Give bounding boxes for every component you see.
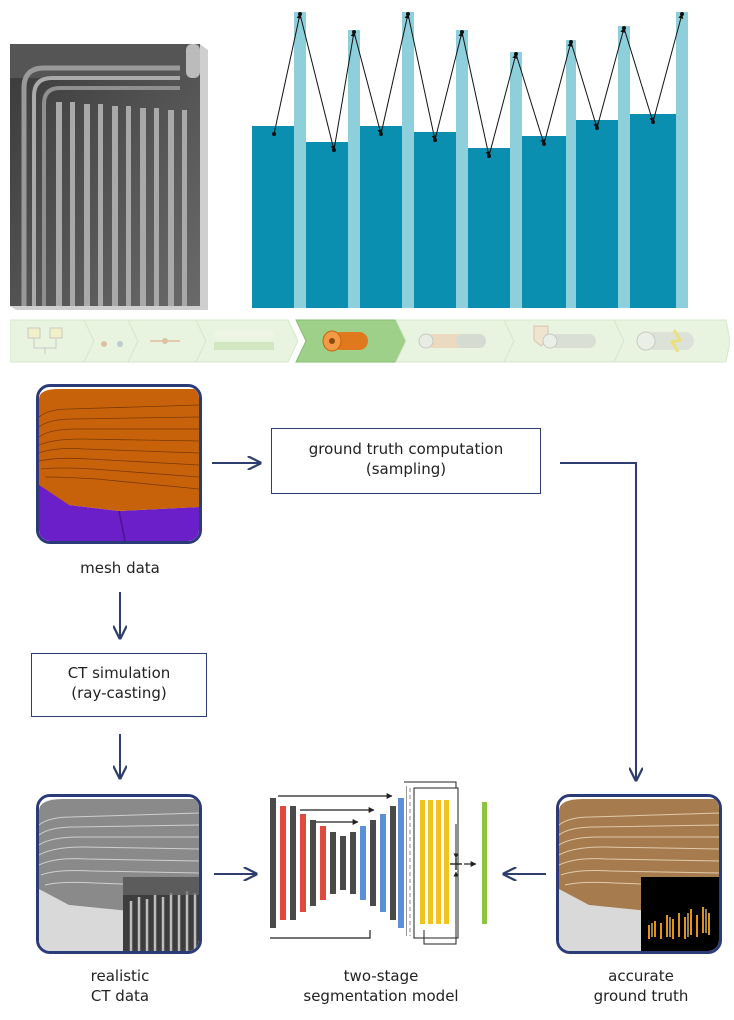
zigzag-arrow-segment — [652, 13, 684, 123]
mesh-data-label: mesh data — [80, 559, 160, 577]
zigzag-point — [569, 40, 573, 44]
light-layer-bar — [294, 12, 306, 308]
stage-1 — [10, 319, 95, 363]
electrode-crosssection-image — [10, 44, 208, 310]
light-layer-bar — [566, 40, 576, 308]
refinement-layers — [420, 800, 449, 924]
zigzag-point — [352, 30, 356, 34]
zigzag-arrow-segment — [333, 31, 356, 151]
ct-simulation-line1: CT simulation — [67, 664, 171, 682]
accurate-ground-truth-line2: ground truth — [593, 987, 689, 1005]
light-layer-bar — [456, 30, 468, 308]
light-layer-bar — [402, 12, 414, 308]
zigzag-arrow-segment — [407, 13, 437, 141]
ground-truth-computation-box: ground truth computation (sampling) — [271, 428, 541, 494]
segmentation-model-line1: two-stage — [343, 967, 419, 985]
dark-layer-bar — [252, 126, 296, 308]
roll-icon-active — [322, 330, 368, 352]
zigzag-arrow-segment — [299, 13, 336, 151]
accurate-ground-truth-tile — [556, 794, 722, 954]
segmentation-model-label: two-stage segmentation model — [270, 966, 492, 1006]
accurate-ground-truth-line1: accurate — [608, 967, 674, 985]
dark-layer-bar — [468, 148, 510, 308]
zigzag-arrow-segment — [570, 41, 599, 129]
zigzag-point — [272, 132, 276, 136]
zigzag-arrow-segment — [623, 27, 655, 123]
zigzag-arrow-segment — [543, 41, 573, 145]
zigzag-point — [460, 30, 464, 34]
layer-bars-illustration — [240, 4, 690, 314]
zigzag-point — [487, 154, 491, 158]
zigzag-point — [332, 148, 336, 152]
zigzag-point — [433, 138, 437, 142]
accurate-ground-truth-label: accurate ground truth — [556, 966, 726, 1006]
zigzag-arrow-segment — [596, 27, 626, 129]
light-layer-bar — [510, 52, 522, 308]
ct-simulation-box: CT simulation (ray-casting) — [31, 653, 207, 717]
ct-slice-inset — [123, 877, 199, 951]
stage-4 — [195, 319, 299, 363]
zigzag-point — [298, 12, 302, 16]
ground-truth-inset — [641, 877, 719, 951]
stage-1-icon — [27, 327, 63, 354]
dark-layer-bar — [576, 120, 618, 308]
zigzag-point — [406, 12, 410, 16]
dark-layer-bar — [360, 126, 402, 308]
zigzag-point — [680, 12, 684, 16]
realistic-ct-tile — [36, 794, 202, 954]
arrow-gtcomp-to-accurate — [560, 462, 636, 780]
zigzag-arrow-segment — [273, 13, 302, 135]
zigzag-point — [622, 26, 626, 30]
zigzag-point — [595, 126, 599, 130]
dark-layer-bar — [414, 132, 456, 308]
realistic-ct-line2: CT data — [90, 987, 150, 1005]
zigzag-arrow-segment — [353, 31, 383, 135]
realistic-ct-line1: realistic — [90, 967, 150, 985]
zigzag-arrow-segment — [380, 13, 410, 135]
zigzag-point — [542, 142, 546, 146]
ct-simulation-line2: (ray-casting) — [71, 684, 167, 702]
zigzag-point — [651, 120, 655, 124]
segmentation-model-diagram — [264, 780, 500, 950]
light-layer-bar — [618, 26, 630, 308]
zigzag-arrow-segment — [434, 31, 464, 141]
mesh-data-tile — [36, 384, 202, 544]
light-layer-bar — [676, 12, 688, 308]
pipeline-stage-strip — [10, 318, 730, 364]
light-layer-bar — [348, 30, 360, 308]
segmentation-model-line2: segmentation model — [303, 987, 459, 1005]
zigzag-arrow-segment — [515, 53, 546, 145]
dark-layer-bar — [630, 114, 676, 308]
zigzag-point — [514, 52, 518, 56]
zigzag-arrow-segment — [461, 31, 491, 157]
realistic-ct-label: realistic CT data — [40, 966, 200, 1006]
ground-truth-computation-line2: (sampling) — [365, 460, 447, 478]
unet-layers — [270, 798, 404, 928]
ground-truth-computation-line1: ground truth computation — [308, 440, 504, 458]
zigzag-arrow-segment — [488, 53, 518, 157]
zigzag-point — [379, 132, 383, 136]
dark-layer-bar — [522, 136, 566, 308]
